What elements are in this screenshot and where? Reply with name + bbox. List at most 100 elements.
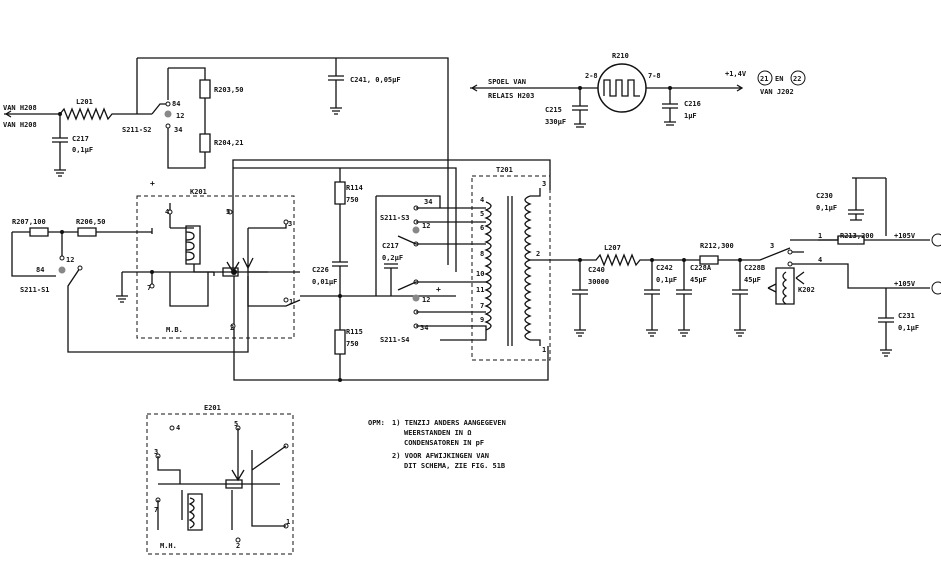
label-in-ref-bottom: VAN H208 (3, 121, 37, 129)
label-t-n2: 2 (536, 250, 540, 258)
label-t84: 84 (172, 100, 180, 108)
label-C217: C217 (72, 135, 89, 143)
label-pin7: 7 (147, 284, 151, 292)
relay-K202-output: C230 0,1μF R213,200 +105V +105V K202 C23… (759, 177, 941, 357)
label-e-n5: 5 (234, 420, 238, 428)
label-C242-value: 0,1μF (656, 276, 677, 284)
label-t12: 12 (176, 112, 184, 120)
label-S211-S1: S211-S1 (20, 286, 50, 294)
label-k-n4: 4 (818, 256, 822, 264)
label-S211-S4: S211-S4 (380, 336, 410, 344)
relay-K201-block: K201 M.B. 4 5 3 7 1 2 (116, 159, 551, 381)
label-K201: K201 (190, 188, 207, 196)
label-spoel-1: SPOEL VAN (488, 78, 526, 86)
label-pin-2-8: 2-8 (585, 72, 598, 80)
label-t34: 34 (174, 126, 182, 134)
label-t-n8: 8 (480, 250, 484, 258)
label-v14: +1,4V (725, 70, 747, 78)
label-C228B-value: 45μF (744, 276, 761, 284)
label-plus-1: + (150, 179, 155, 188)
output-filter: L207 C240 30000 C242 0,1μF C228A 45μF R2… (572, 242, 765, 337)
label-e-n3: 3 (154, 448, 158, 456)
label-C240-value: 30000 (588, 278, 609, 286)
label-R207: R207,100 (12, 218, 46, 226)
note-opm: OPM: (368, 419, 385, 427)
label-C230: C230 (816, 192, 833, 200)
label-t-n4: 4 (480, 196, 484, 204)
label-C226: C226 (312, 266, 329, 274)
label-t-n11: 11 (476, 286, 484, 294)
label-s1-12: 12 (66, 256, 74, 264)
label-R115-value: 750 (346, 340, 359, 348)
attenuator-s211-s1: R207,100 R206,50 S211-S1 84 12 (11, 218, 249, 353)
label-E201: E201 (204, 404, 221, 412)
label-nr22: 22 (793, 75, 801, 83)
label-plus-2: + (436, 285, 441, 294)
label-C228A-value: 45μF (690, 276, 707, 284)
label-C216: C216 (684, 100, 701, 108)
label-C217-value: 0,1μF (72, 146, 93, 154)
label-MB: M.B. (166, 326, 183, 334)
label-t-n5: 5 (480, 210, 484, 218)
label-R114: R114 (346, 184, 363, 192)
label-C228B: C228B (744, 264, 765, 272)
label-C241: C241, 0,05μF (350, 76, 401, 84)
label-van-J202: VAN J202 (760, 88, 794, 96)
label-R204: R204,21 (214, 139, 244, 147)
label-pin4: 4 (165, 208, 169, 216)
label-k-n3: 3 (770, 242, 774, 250)
label-T201: T201 (496, 166, 513, 174)
relay-E201-detail: E201 M.H. 4 5 3 7 1 2 (146, 404, 294, 555)
label-nr21: 21 (760, 75, 768, 83)
label-s3-34: 34 (424, 198, 432, 206)
label-e-n7: 7 (154, 506, 158, 514)
label-L207: L207 (604, 244, 621, 252)
label-s4-18: 12 (422, 296, 430, 304)
label-s4-34: 34 (420, 324, 428, 332)
label-en: EN (775, 75, 783, 83)
label-s3-12: 12 (422, 222, 430, 230)
label-C216-value: 1μF (684, 112, 697, 120)
label-pin2: 2 (230, 324, 234, 332)
label-K202: K202 (798, 286, 815, 294)
label-L201: L201 (76, 98, 93, 106)
label-C215-value: 330μF (545, 118, 566, 126)
label-pin-7-8: 7-8 (648, 72, 661, 80)
label-C217b-value: 0,2μF (382, 254, 403, 262)
label-v105b: +105V (894, 280, 916, 288)
label-R206: R206,50 (76, 218, 106, 226)
label-R212: R212,300 (700, 242, 734, 250)
label-R115: R115 (346, 328, 363, 336)
transformer-T201: T201 4 5 6 8 10 11 7 9 3 2 1 (471, 166, 580, 361)
capacitor-C241: C241, 0,05μF (328, 58, 401, 115)
note-1c: CONDENSATOREN IN pF (404, 439, 484, 447)
label-spoel-2: RELAIS H203 (488, 92, 534, 100)
label-MH: M.H. (160, 542, 177, 550)
notes: OPM: 1) TENZIJ ANDERS AANGEGEVEN WEERSTA… (368, 419, 506, 470)
label-e-n4: 4 (176, 424, 180, 432)
label-R203: R203,50 (214, 86, 244, 94)
label-S211-S2: S211-S2 (122, 126, 152, 134)
note-1b: WEERSTANDEN IN Ω (404, 429, 471, 437)
rc-network-center: R114 750 C226 0,01μF R115 750 (300, 168, 456, 382)
label-e-n2: 2 (236, 542, 240, 550)
attenuator-s211-s2: S211-S2 84 12 34 R203,50 R204,21 + (122, 57, 449, 265)
label-t-n1: 1 (542, 346, 546, 354)
label-pin5: 5 (226, 208, 230, 216)
label-C215: C215 (545, 106, 562, 114)
label-C217b: C217 (382, 242, 399, 250)
label-C226-value: 0,01μF (312, 278, 337, 286)
label-C231: C231 (898, 312, 915, 320)
label-C242: C242 (656, 264, 673, 272)
label-C240: C240 (588, 266, 605, 274)
note-1a: 1) TENZIJ ANDERS AANGEGEVEN (392, 419, 506, 427)
label-t-n7: 7 (480, 302, 484, 310)
label-S211-S3: S211-S3 (380, 214, 410, 222)
label-e-n1: 1 (286, 518, 290, 526)
label-s1-84: 84 (36, 266, 44, 274)
input-section: VAN H208 VAN H208 L201 C217 0,1μF (3, 98, 152, 177)
label-C231-value: 0,1μF (898, 324, 919, 332)
label-k-n1: 1 (818, 232, 822, 240)
switch-s211-s3-s4: S211-S3 S211-S4 34 12 12 34 C217 0,2μF + (375, 195, 487, 344)
tube-R210-section: SPOEL VAN RELAIS H203 C215 330μF 2-8 7-8… (470, 52, 806, 128)
